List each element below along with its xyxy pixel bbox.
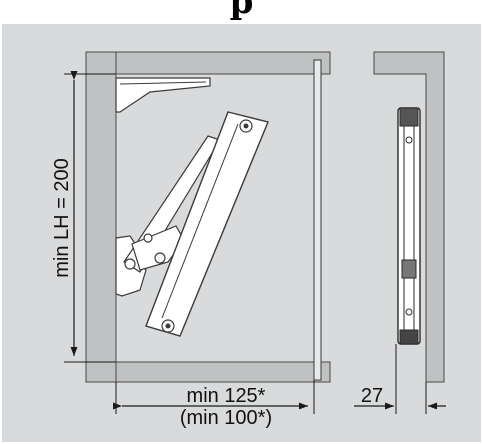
- cabinet-front-door: [313, 59, 322, 381]
- title-strip: p: [0, 0, 483, 24]
- cabinet-front-view: [85, 51, 331, 383]
- cabinet-bottom-board: [115, 361, 331, 383]
- cabinet-side-view: [373, 51, 445, 383]
- width-dimension-label: min 125*: [187, 385, 266, 407]
- depth-dimension-label: 27: [361, 385, 383, 407]
- pivot-hole-base: [124, 258, 136, 270]
- width-dimension: min 125* (min 100*): [113, 380, 315, 429]
- height-dimension-label: min LH = 200: [51, 158, 73, 278]
- cabinet-left-side: [85, 51, 117, 383]
- top-mounting-bracket: [115, 77, 211, 113]
- side-mechanism-profile: [397, 107, 421, 345]
- title-fragment: p: [229, 0, 254, 22]
- height-dimension: min LH = 200: [51, 71, 116, 363]
- pivot-hole-middle: [154, 252, 166, 264]
- depth-dimension: 27: [354, 344, 446, 414]
- cabinet-top-board: [115, 51, 331, 75]
- width-dimension-label-alt: (min 100*): [180, 407, 272, 429]
- pivot-hole-link: [143, 233, 153, 243]
- lift-mechanism: [115, 111, 269, 337]
